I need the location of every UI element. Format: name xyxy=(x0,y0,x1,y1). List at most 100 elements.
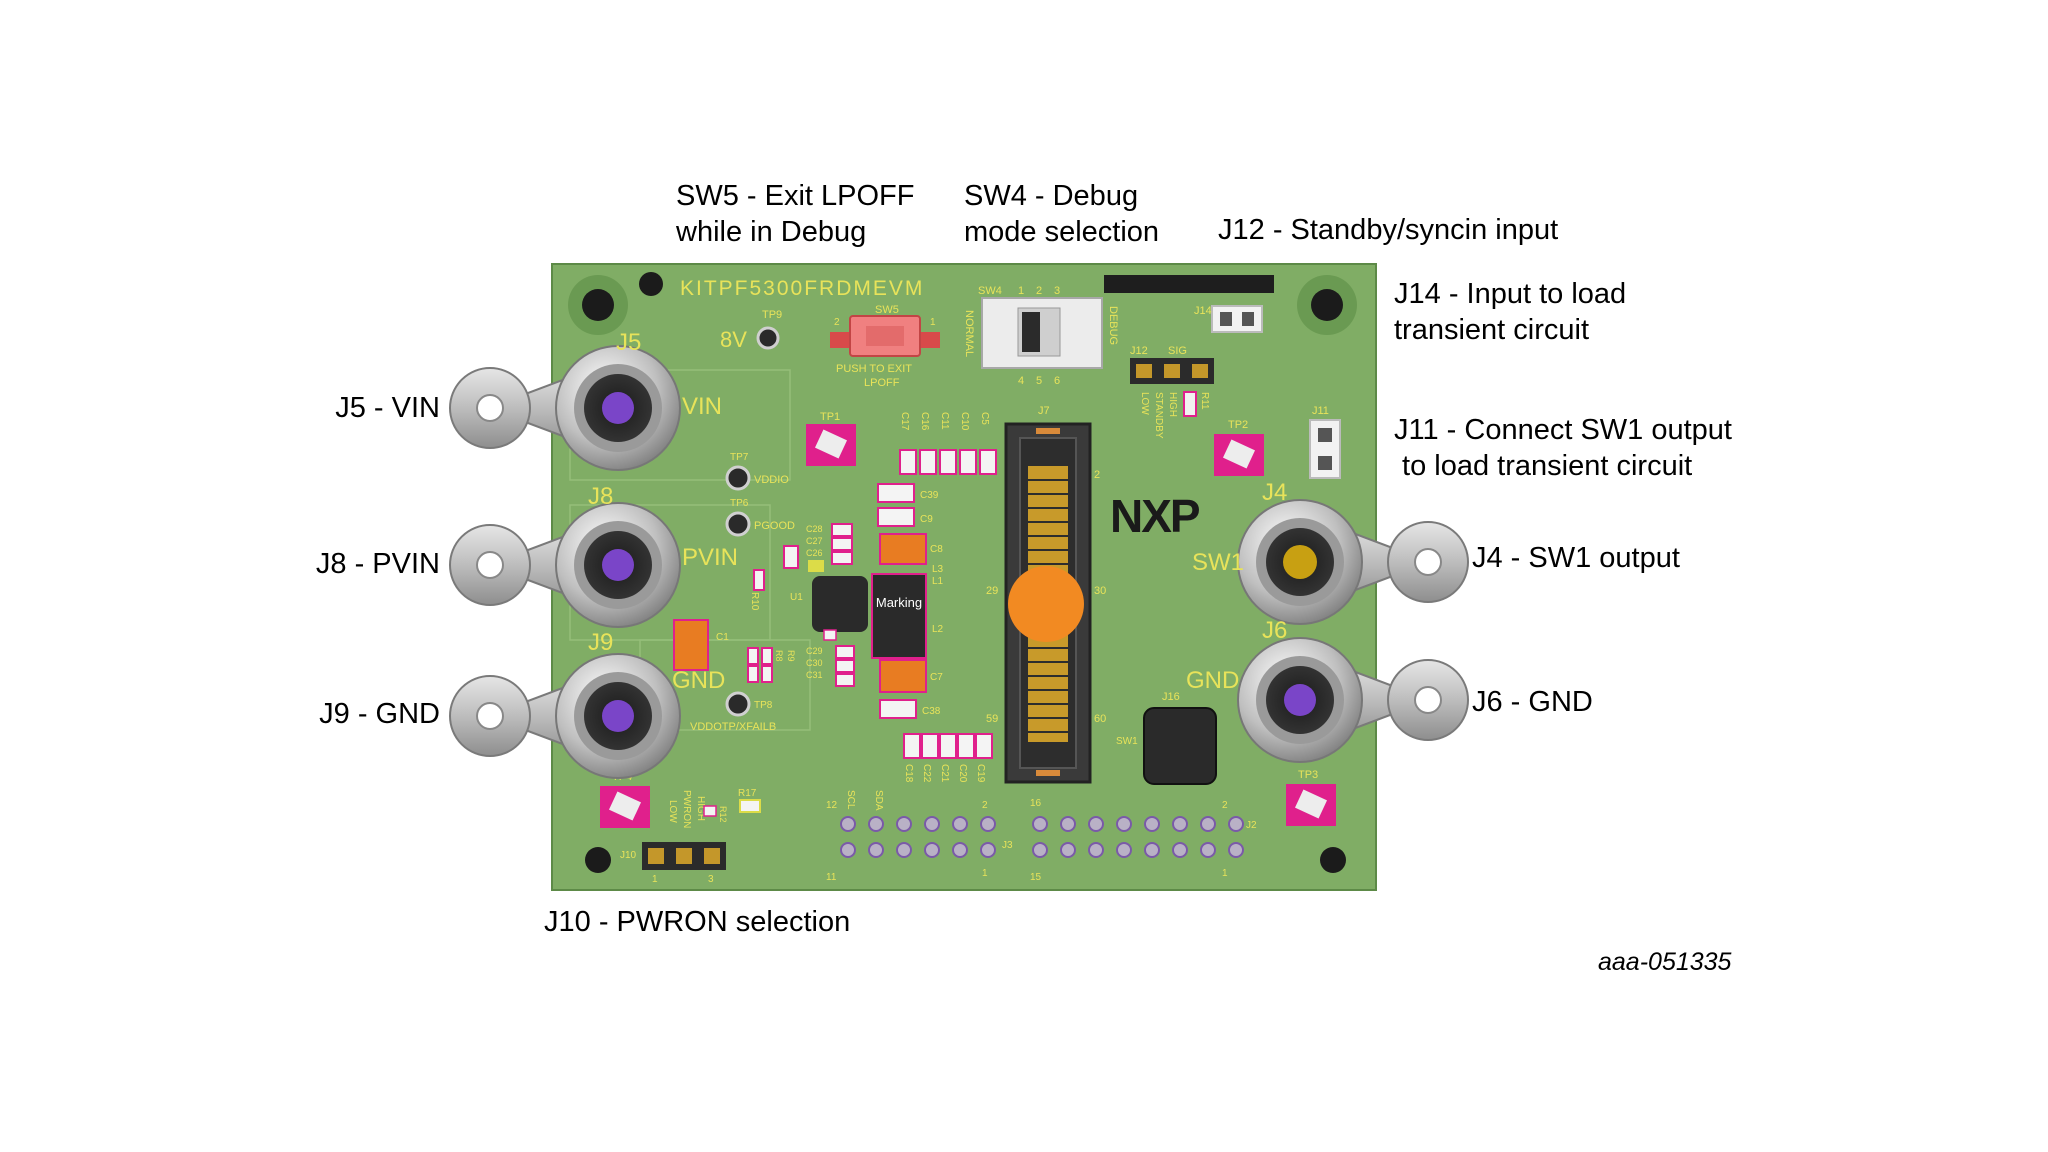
svg-text:R11: R11 xyxy=(1199,392,1210,410)
svg-text:SIG: SIG xyxy=(1168,345,1187,357)
svg-text:R12: R12 xyxy=(718,806,728,823)
svg-text:C29: C29 xyxy=(806,646,823,656)
svg-text:L1: L1 xyxy=(932,576,944,587)
pin-headers: 12 SCL SDA 2 J3 11 1 16 2 J2 15 1 xyxy=(826,790,1257,883)
svg-text:4: 4 xyxy=(1018,375,1024,387)
svg-text:J7: J7 xyxy=(1038,405,1050,417)
svg-text:DEBUG: DEBUG xyxy=(1107,306,1119,345)
svg-text:C31: C31 xyxy=(806,670,823,680)
svg-text:HIGH: HIGH xyxy=(695,796,706,821)
svg-text:LOW: LOW xyxy=(667,800,678,823)
svg-text:R10: R10 xyxy=(749,592,760,611)
svg-text:2: 2 xyxy=(982,800,988,811)
svg-text:J6: J6 xyxy=(1262,617,1287,644)
svg-text:SCL: SCL xyxy=(845,790,856,810)
svg-text:C28: C28 xyxy=(806,524,823,534)
svg-text:J14: J14 xyxy=(1194,305,1212,317)
svg-text:C26: C26 xyxy=(806,548,823,558)
svg-text:SDA: SDA xyxy=(873,790,884,811)
svg-text:C17: C17 xyxy=(899,412,910,431)
svg-text:TP7: TP7 xyxy=(730,452,749,463)
svg-text:2: 2 xyxy=(834,317,840,328)
svg-text:1: 1 xyxy=(1222,868,1228,879)
j10-header: J10 1 3 LOW PWRON HIGH R12 R17 xyxy=(620,788,761,885)
svg-text:C9: C9 xyxy=(920,514,933,525)
board-title: KITPF5300FRDMEVM xyxy=(680,277,924,300)
j16-sw1-button: J16 SW1 xyxy=(1116,691,1217,785)
svg-text:5: 5 xyxy=(1036,375,1042,387)
svg-text:J2: J2 xyxy=(1246,820,1257,831)
svg-text:GND: GND xyxy=(672,667,725,694)
nxp-logo: NXP xyxy=(1110,490,1200,542)
svg-text:PGOOD: PGOOD xyxy=(754,520,795,532)
svg-text:C39: C39 xyxy=(920,490,939,501)
j14-header: J14 xyxy=(1194,305,1263,333)
svg-text:TP6: TP6 xyxy=(730,498,749,509)
svg-text:1: 1 xyxy=(982,868,988,879)
probe-test-points: TP7 VDDIO TP6 PGOOD TP8 VDDOTP/XFAILB xyxy=(690,452,795,733)
svg-text:C27: C27 xyxy=(806,536,823,546)
callout-j6: J6 - GND xyxy=(1472,686,1593,718)
svg-text:LOW: LOW xyxy=(1139,392,1150,415)
svg-text:1: 1 xyxy=(930,317,936,328)
svg-text:R9: R9 xyxy=(786,650,796,662)
binding-post-j6 xyxy=(1237,637,1469,763)
callout-j8: J8 - PVIN xyxy=(315,548,440,580)
svg-text:TP2: TP2 xyxy=(1228,419,1248,431)
mounting-holes xyxy=(568,272,1357,873)
svg-text:C38: C38 xyxy=(922,706,941,717)
svg-text:C11: C11 xyxy=(939,412,950,430)
svg-text:2: 2 xyxy=(1036,285,1042,297)
svg-text:6: 6 xyxy=(1054,375,1060,387)
capacitor-row-top: C17 C16 C11 C10 C5 xyxy=(899,412,997,475)
svg-text:R8: R8 xyxy=(774,650,784,662)
svg-text:59: 59 xyxy=(986,713,998,725)
svg-text:C7: C7 xyxy=(930,672,943,683)
svg-text:2: 2 xyxy=(1222,800,1228,811)
svg-text:L2: L2 xyxy=(932,624,944,635)
orange-marker xyxy=(1008,566,1084,642)
svg-text:PWRON: PWRON xyxy=(681,790,692,828)
svg-text:12: 12 xyxy=(826,800,838,811)
svg-text:HIGH: HIGH xyxy=(1167,392,1178,417)
svg-text:L3: L3 xyxy=(932,564,944,575)
callout-j14: J14 - Input to load transient circuit xyxy=(1394,278,1627,346)
binding-post-j5 xyxy=(449,345,681,471)
svg-text:TP8: TP8 xyxy=(754,700,773,711)
svg-text:TP1: TP1 xyxy=(820,411,840,423)
svg-text:C10: C10 xyxy=(959,412,970,431)
svg-text:VDDIO: VDDIO xyxy=(754,474,789,486)
callout-j12: J12 - Standby/syncin input xyxy=(1218,214,1559,246)
power-stage: C39 C9 C8 L3 L1 C28 C27 C26 U1 Marking L… xyxy=(673,483,944,719)
svg-text:29: 29 xyxy=(986,585,998,597)
svg-text:J12: J12 xyxy=(1130,345,1148,357)
svg-text:NORMAL: NORMAL xyxy=(963,310,975,357)
svg-text:C16: C16 xyxy=(919,412,930,431)
svg-text:SW4: SW4 xyxy=(978,285,1002,297)
svg-text:11: 11 xyxy=(826,872,837,883)
svg-text:J5: J5 xyxy=(616,329,641,356)
svg-text:3: 3 xyxy=(1054,285,1060,297)
svg-text:SW1: SW1 xyxy=(1192,549,1244,576)
pcb-board xyxy=(551,263,1377,891)
chip-marking: Marking xyxy=(876,595,922,610)
j11-header: J11 xyxy=(1309,405,1341,479)
capacitor-row-bottom: C18 C22 C21 C20 C19 xyxy=(903,733,993,783)
svg-text:16: 16 xyxy=(1030,798,1042,809)
svg-text:C19: C19 xyxy=(975,764,986,783)
svg-text:SW5: SW5 xyxy=(875,304,899,316)
svg-text:U1: U1 xyxy=(790,592,803,603)
svg-text:GND: GND xyxy=(1186,667,1239,694)
svg-text:SW1: SW1 xyxy=(1116,736,1138,747)
svg-text:TP9: TP9 xyxy=(762,309,782,321)
svg-text:C22: C22 xyxy=(921,764,932,783)
callout-j9: J9 - GND xyxy=(319,698,440,730)
binding-post-j4 xyxy=(1237,499,1469,625)
j7-connector: J7 2 29 30 59 60 xyxy=(986,405,1106,784)
svg-text:30: 30 xyxy=(1094,585,1106,597)
callout-j10: J10 - PWRON selection xyxy=(544,906,851,938)
svg-text:1: 1 xyxy=(1018,285,1024,297)
callout-j4: J4 - SW1 output xyxy=(1472,542,1680,574)
